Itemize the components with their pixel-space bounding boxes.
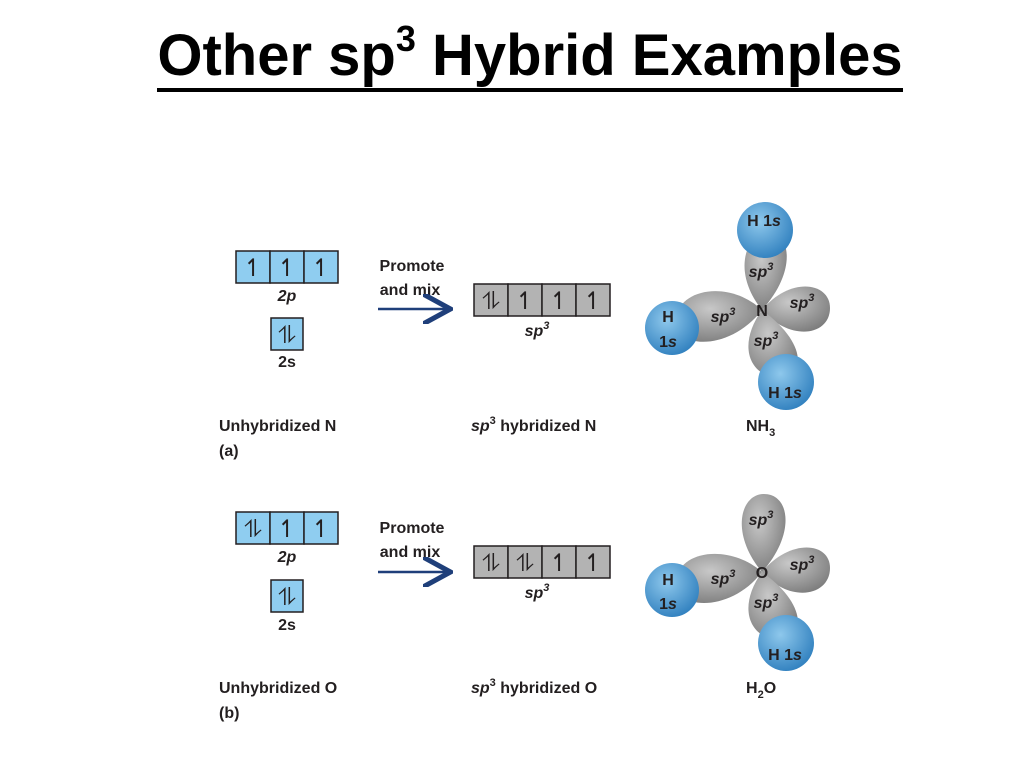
slide-title: Other sp3 Hybrid Examples: [0, 21, 1024, 92]
orbital-box: [541, 545, 577, 579]
electron-arrow: ⥮: [278, 584, 295, 611]
sp3-orbital-boxes: ⥮ ↿ ↿ ↿: [473, 283, 611, 317]
electron-arrow: ↿: [311, 516, 331, 543]
electron-arrow: ↿: [583, 288, 603, 315]
promote-label: Promote: [380, 520, 445, 537]
electron-arrow: ⥮: [482, 288, 499, 315]
orbital-box: [473, 283, 509, 317]
sp3-label: sp3: [525, 320, 550, 340]
electron-arrow: ↿: [277, 255, 297, 282]
orbital-box: [575, 545, 611, 579]
orbital-box: [303, 511, 339, 545]
sp3-lobe: [762, 286, 830, 332]
orbital-2p-boxes: ↿ ↿ ↿: [235, 250, 339, 284]
panel-letter: (b): [219, 705, 239, 722]
orbital-box: [270, 579, 304, 613]
h-left-label-1: H: [662, 309, 674, 326]
sp3-label: sp3: [525, 582, 550, 602]
molecule-caption: H2O: [746, 680, 776, 701]
panel-a: ↿ ↿ ↿ 2p ⥮ 2s Promote and mix ⥮ ↿ ↿ ↿ sp…: [219, 202, 830, 460]
electron-arrow: ↿: [311, 255, 331, 282]
hybridized-caption: sp3 hybridized N: [471, 415, 596, 435]
center-atom: O: [756, 565, 768, 582]
orbital-box: [575, 283, 611, 317]
h-left-label-2: 1s: [659, 596, 677, 613]
orbital-box: [473, 545, 509, 579]
nh3-molecule: H 1s H 1s H 1s N sp3 sp3 sp3 sp3: [645, 202, 830, 410]
h-bottom-label: H 1s: [768, 385, 802, 402]
sp3-lobe-label: sp3: [711, 568, 736, 588]
unhybridized-caption: Unhybridized N: [219, 418, 336, 435]
mix-label: and mix: [380, 282, 441, 299]
electron-arrow: ⥮: [482, 550, 499, 577]
electron-arrow: ⥮: [278, 322, 295, 349]
hydrogen-1s-sphere: [758, 354, 814, 410]
orbital-2s-box: ⥮: [270, 579, 304, 613]
sp3-lobe-label: sp3: [790, 292, 815, 312]
panel-letter: (a): [219, 443, 239, 460]
h-left-label-2: 1s: [659, 334, 677, 351]
orbital-box: [303, 250, 339, 284]
hydrogen-1s-sphere: [645, 563, 699, 617]
orbital-2s-box: ⥮: [270, 317, 304, 351]
orbital-2p-boxes: ⥮ ↿ ↿: [235, 511, 339, 545]
electron-arrow: ↿: [277, 516, 297, 543]
electron-arrow: ↿: [243, 255, 263, 282]
orbital-2p-label: 2p: [277, 288, 297, 305]
panel-b: ⥮ ↿ ↿ 2p ⥮ 2s Promote and mix ⥮ ⥮ ↿ ↿ sp…: [219, 494, 830, 722]
h-left-label-1: H: [662, 572, 674, 589]
sp3-lobe-label: sp3: [754, 330, 779, 350]
hydrogen-1s-sphere: [645, 301, 699, 355]
electron-arrow: ↿: [515, 288, 535, 315]
electron-arrow: ↿: [583, 550, 603, 577]
title-prefix: Other sp: [157, 23, 396, 88]
sp3-lobe-label: sp3: [749, 261, 774, 281]
center-atom: N: [756, 303, 768, 320]
sp3-lobe: [762, 547, 830, 593]
title-suffix: Hybrid Examples: [415, 23, 903, 88]
orbital-box: [235, 511, 271, 545]
orbital-box: [269, 250, 305, 284]
orbital-2s-label: 2s: [278, 354, 296, 371]
sp3-lobe-label: sp3: [749, 509, 774, 529]
orbital-box: [270, 317, 304, 351]
h-top-label: H 1s: [747, 213, 781, 230]
orbital-2p-label: 2p: [277, 549, 297, 566]
electron-arrow: ⥮: [244, 516, 261, 543]
electron-arrow: ↿: [549, 288, 569, 315]
mix-label: and mix: [380, 544, 441, 561]
electron-arrow: ↿: [549, 550, 569, 577]
orbital-box: [541, 283, 577, 317]
orbital-box: [507, 545, 543, 579]
orbital-2s-label: 2s: [278, 617, 296, 634]
sp3-lobe-label: sp3: [754, 592, 779, 612]
h2o-molecule: H 1s H 1s O sp3 sp3 sp3 sp3: [645, 494, 830, 671]
hydrogen-1s-sphere: [737, 202, 793, 258]
title-superscript: 3: [395, 18, 416, 59]
sp3-lobe-label: sp3: [711, 306, 736, 326]
sp3-lobe-label: sp3: [790, 554, 815, 574]
orbital-box: [507, 283, 543, 317]
unhybridized-caption: Unhybridized O: [219, 680, 337, 697]
h-bottom-label: H 1s: [768, 647, 802, 664]
molecule-caption: NH3: [746, 418, 775, 439]
promote-label: Promote: [380, 258, 445, 275]
electron-arrow: ⥮: [516, 550, 533, 577]
hybridized-caption: sp3 hybridized O: [471, 677, 597, 697]
sp3-orbital-boxes: ⥮ ⥮ ↿ ↿: [473, 545, 611, 579]
hydrogen-1s-sphere: [758, 615, 814, 671]
sp3-lobe: [741, 494, 786, 572]
